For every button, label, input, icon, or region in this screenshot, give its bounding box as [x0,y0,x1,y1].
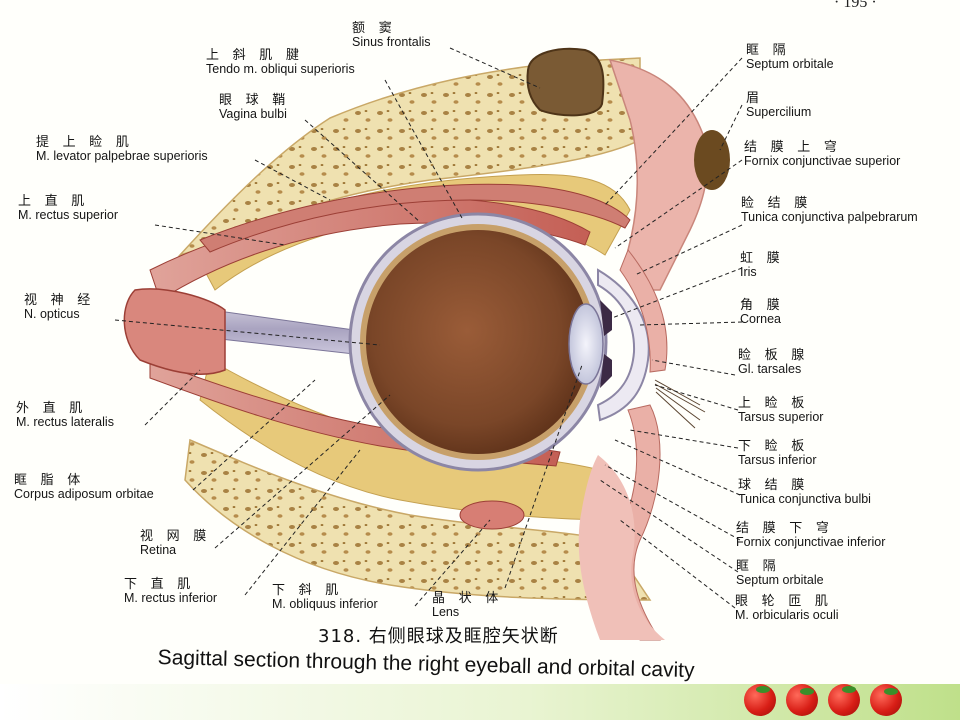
label-latin: Tunica conjunctiva bulbi [738,492,871,506]
cheek-skin [578,455,665,640]
label-latin: Tarsus superior [738,410,824,424]
label-zh: 额 窦 [352,20,397,35]
label-levator: 提 上 睑 肌 M. levator palpebrae superioris [36,134,208,164]
label-latin: Fornix conjunctivae superior [744,154,901,168]
label-zh: 结 膜 下 穹 [736,520,834,535]
upper-eyelid [619,249,668,373]
label-latin: Sinus frontalis [352,35,431,49]
label-tarsus-inferior: 下 睑 板 Tarsus inferior [738,438,817,468]
label-cornea: 角 膜 Cornea [740,297,785,327]
eyebrow [694,130,730,190]
label-latin: M. rectus superior [18,208,119,222]
label-fornix-inferior: 结 膜 下 穹 Fornix conjunctivae inferior [736,520,885,550]
label-zh: 球 结 膜 [738,477,810,492]
label-zh: 虹 膜 [740,250,785,265]
label-iris: 虹 膜 Iris [740,250,785,280]
label-zh: 上 睑 板 [738,395,810,410]
label-latin: M. orbicularis oculi [735,608,839,622]
label-zh: 晶 状 体 [432,590,504,605]
label-latin: Gl. tarsales [738,362,802,376]
label-latin: M. obliquus inferior [272,597,378,611]
label-tunica-bulbi: 球 结 膜 Tunica conjunctiva bulbi [738,477,871,507]
label-zh: 眼 轮 匝 肌 [735,593,833,608]
label-orbicularis-oculi: 眼 轮 匝 肌 M. orbicularis oculi [735,593,839,623]
label-zh: 外 直 肌 [16,400,88,415]
label-corpus-adiposum: 眶 脂 体 Corpus adiposum orbitae [14,472,154,502]
label-zh: 下 睑 板 [738,438,810,453]
orbital-floor-bone [184,438,652,601]
leaf-icon [884,688,898,695]
label-zh: 眉 [746,90,765,105]
label-latin: Retina [140,543,177,557]
label-lens: 晶 状 体 Lens [432,590,503,620]
label-latin: N. opticus [24,307,80,321]
label-zh: 睑 结 膜 [741,195,813,210]
label-tarsus-superior: 上 睑 板 Tarsus superior [738,395,823,425]
label-zh: 视 神 经 [24,292,96,307]
label-sinus-frontalis: 额 窦 Sinus frontalis [352,20,431,50]
leaf-icon [800,688,814,695]
label-supercilium: 眉 Supercilium [746,90,811,120]
label-latin: Septum orbitale [746,57,834,71]
frontal-sinus [526,47,605,117]
cornea [596,268,650,422]
label-latin: Fornix conjunctivae inferior [736,535,886,549]
label-zh: 下 直 肌 [124,576,196,591]
label-zh: 提 上 睑 肌 [36,134,134,149]
label-latin: M. rectus inferior [124,591,218,605]
label-zh: 眶 隔 [736,558,781,573]
inferior-oblique-muscle [459,500,525,530]
label-latin: M. levator palpebrae superioris [36,149,208,163]
iris [600,300,612,388]
label-latin: Septum orbitale [736,573,824,587]
label-latin: Tendo m. obliqui superioris [206,62,355,76]
label-obliquus-inferior: 下 斜 肌 M. obliquus inferior [272,582,378,612]
label-zh: 角 膜 [740,297,785,312]
leaf-icon [756,686,770,693]
leader-lines [114,47,743,609]
label-gl-tarsales: 睑 板 腺 Gl. tarsales [738,347,809,377]
label-fornix-superior: 结 膜 上 穹 Fornix conjunctivae superior [744,139,900,169]
eyelashes [654,379,706,429]
label-zh: 眶 隔 [746,42,791,57]
muscle-origin-annulus [123,288,226,375]
label-latin: Tarsus inferior [738,453,817,467]
label-rectus-lateralis: 外 直 肌 M. rectus lateralis [16,400,114,430]
label-rectus-superior: 上 直 肌 M. rectus superior [18,193,118,223]
label-rectus-inferior: 下 直 肌 M. rectus inferior [124,576,217,606]
label-zh: 结 膜 上 穹 [744,139,842,154]
lens [568,303,604,385]
eyeball-vitreous [366,230,590,454]
levator-muscle [199,183,631,253]
figure-caption: 318. 右侧眼球及眶腔矢状断 [318,626,559,647]
label-latin: Iris [740,265,757,279]
label-tendo-obliqui: 上 斜 肌 腱 Tendo m. obliqui superioris [206,47,355,77]
label-latin: Cornea [740,312,781,326]
label-latin: Supercilium [746,105,812,119]
label-zh: 上 斜 肌 腱 [206,47,304,62]
label-zh: 眼 球 鞘 [219,92,291,107]
label-latin: Tunica conjunctiva palpebrarum [741,210,918,224]
label-n-opticus: 视 神 经 N. opticus [24,292,95,322]
label-zh: 下 斜 肌 [272,582,344,597]
label-tunica-palpebrarum: 睑 结 膜 Tunica conjunctiva palpebrarum [741,195,918,225]
label-latin: Lens [432,605,460,619]
label-latin: Vagina bulbi [219,107,287,121]
orbital-roof-bone [177,57,641,257]
page-number: · 195 · [834,0,877,11]
label-zh: 眶 脂 体 [14,472,86,487]
label-zh: 睑 板 腺 [738,347,810,362]
label-zh: 视 网 膜 [140,528,212,543]
label-vagina-bulbi: 眼 球 鞘 Vagina bulbi [219,92,290,122]
label-latin: Corpus adiposum orbitae [14,487,154,501]
forehead-skin [608,59,709,291]
label-septum-orbitale-inferior: 眶 隔 Septum orbitale [736,558,824,588]
label-zh: 上 直 肌 [18,193,90,208]
label-retina: 视 网 膜 Retina [140,528,211,558]
label-latin: M. rectus lateralis [16,415,114,429]
label-septum-orbitale-superior: 眶 隔 Septum orbitale [746,42,834,72]
leaf-icon [842,686,856,693]
